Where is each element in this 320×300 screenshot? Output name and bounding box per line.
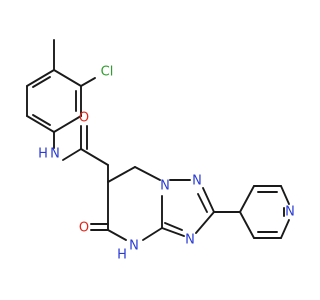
- bond: [62, 148, 82, 161]
- bond: [134, 166, 161, 181]
- pyridine-ring: [213, 185, 290, 239]
- dihydropyrimidinone-ring: [90, 166, 163, 241]
- molecule-drawing: Cl H N O N N N O N H N: [26, 39, 295, 263]
- bond: [280, 219, 290, 239]
- amide-nitrogen-label: N: [50, 147, 60, 162]
- bond: [280, 185, 290, 205]
- double-bond-inner: [164, 222, 183, 231]
- ketone-oxygen-label: O: [79, 221, 89, 236]
- chlorotoluene-ring: [26, 39, 96, 133]
- ring-nh-hydrogen-label: H: [117, 248, 127, 263]
- bond: [142, 227, 163, 241]
- bond: [107, 166, 136, 183]
- bond: [80, 148, 109, 166]
- triazole-nitrogen-label: N: [192, 174, 202, 189]
- chloro-bond: [80, 77, 96, 87]
- bond: [239, 211, 255, 239]
- bond: [107, 229, 127, 241]
- chemical-structure-diagram: Cl H N O N N N O N H N: [26, 39, 295, 263]
- amide-nh-hydrogen-label: H: [38, 147, 48, 162]
- double-bond-inner: [32, 76, 51, 88]
- amide-oxygen-label: O: [79, 111, 89, 126]
- pyridine-nitrogen-label: N: [285, 205, 295, 220]
- atom-labels: Cl H N O N N N O N H N: [38, 65, 295, 263]
- bond: [53, 115, 82, 133]
- chlorine-atom-label: Cl: [101, 65, 114, 80]
- bond: [202, 187, 215, 213]
- bond: [53, 69, 82, 87]
- bond: [26, 69, 55, 87]
- double-bond-inner: [197, 193, 208, 213]
- ring-nh-nitrogen-label: N: [129, 239, 139, 254]
- bond: [161, 227, 185, 237]
- triazole-ring: [161, 179, 215, 237]
- bond: [239, 185, 255, 213]
- amide-linker: [53, 125, 109, 183]
- triazole-nitrogen-label: N: [185, 233, 195, 248]
- bridgehead-nitrogen-label: N: [160, 179, 170, 194]
- bond: [26, 115, 55, 133]
- double-bond-inner: [32, 114, 51, 126]
- bond: [195, 211, 215, 234]
